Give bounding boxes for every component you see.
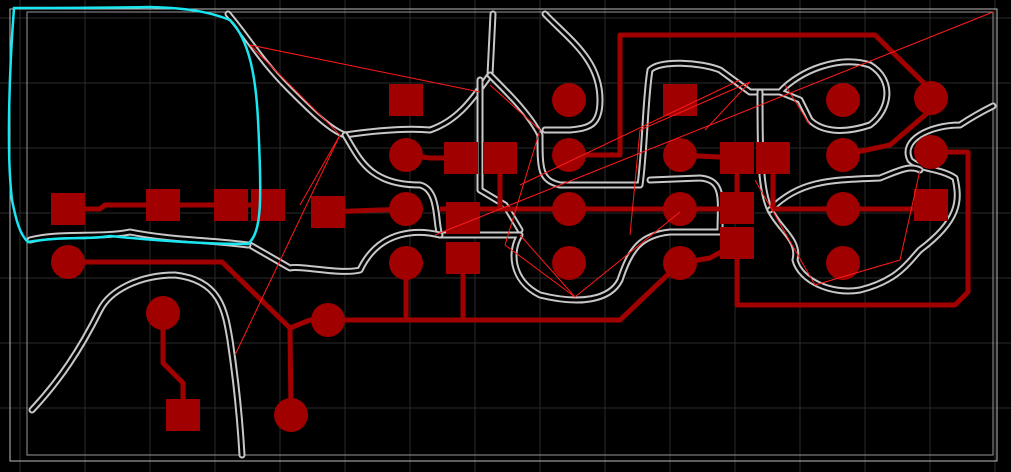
ratsnest-line [504, 244, 576, 298]
ratsnest-line [629, 129, 641, 236]
ratsnest [234, 11, 994, 356]
keepout-track-core [343, 133, 722, 302]
keepout-track-core [248, 230, 442, 273]
copper-trace [734, 149, 971, 308]
square-pad [311, 196, 345, 228]
round-pad [389, 192, 423, 226]
ratsnest-line [249, 44, 341, 136]
square-pad [720, 192, 754, 224]
keepout-tracks [26, 10, 997, 459]
keepout-track-core [478, 78, 522, 232]
ratsnest-line [504, 129, 541, 246]
square-pad [389, 84, 423, 116]
square-pad [251, 189, 285, 221]
ratsnest-line [639, 81, 751, 131]
copper-trace [770, 158, 931, 212]
round-pad [826, 246, 860, 280]
ratsnest-line [519, 79, 741, 186]
copper-trace [569, 32, 933, 158]
square-pad [720, 227, 754, 259]
square-pad [214, 189, 248, 221]
ratsnest-line [814, 259, 901, 286]
square-pad [51, 193, 85, 225]
round-pad [826, 192, 860, 226]
keepout-track-core [226, 12, 495, 137]
square-pad [756, 142, 790, 174]
round-pad [51, 245, 85, 279]
round-pad [389, 138, 423, 172]
square-pad [166, 399, 200, 431]
round-pad [826, 138, 860, 172]
round-pad [663, 138, 697, 172]
round-pad [663, 246, 697, 280]
ratsnest-line [784, 84, 811, 126]
keepout-track [28, 271, 246, 459]
ratsnest-line [299, 134, 341, 206]
ratsnest-line [249, 44, 481, 93]
square-pad [483, 142, 517, 174]
keepout-track-core [758, 90, 995, 293]
board-outline-inner [26, 11, 994, 456]
round-pad [274, 398, 308, 432]
round-pad [914, 81, 948, 115]
square-pad [146, 189, 180, 221]
keepout-track-core [768, 166, 922, 212]
round-pad [389, 246, 423, 280]
square-pad [446, 202, 480, 234]
copper-trace [68, 259, 294, 416]
selection-outline[interactable] [7, 5, 262, 246]
ratsnest-line [489, 84, 541, 131]
ratsnest-line [234, 134, 341, 356]
ratsnest-line [574, 211, 681, 298]
round-pad [826, 83, 860, 117]
round-pad [552, 246, 586, 280]
pads [51, 81, 948, 432]
square-pad [663, 84, 697, 116]
ratsnest-line [754, 179, 816, 286]
round-pad [663, 192, 697, 226]
square-pad [914, 189, 948, 221]
keepout-track-core [543, 12, 602, 132]
ratsnest-line [519, 234, 576, 298]
square-pad [444, 142, 478, 174]
ratsnest-line [899, 169, 921, 261]
round-pad [552, 138, 586, 172]
board-outline-outer [9, 8, 998, 462]
ratsnest-line [434, 11, 994, 236]
ratsnest-line [704, 81, 751, 131]
round-pad [311, 303, 345, 337]
round-pad [914, 135, 948, 169]
round-pad [552, 83, 586, 117]
keepout-track-core [30, 273, 244, 457]
keepout-track-core [28, 230, 250, 247]
square-pad [720, 142, 754, 174]
keepout-track-core [488, 60, 889, 187]
round-pad [552, 192, 586, 226]
round-pad [146, 296, 180, 330]
square-pad [446, 242, 480, 274]
